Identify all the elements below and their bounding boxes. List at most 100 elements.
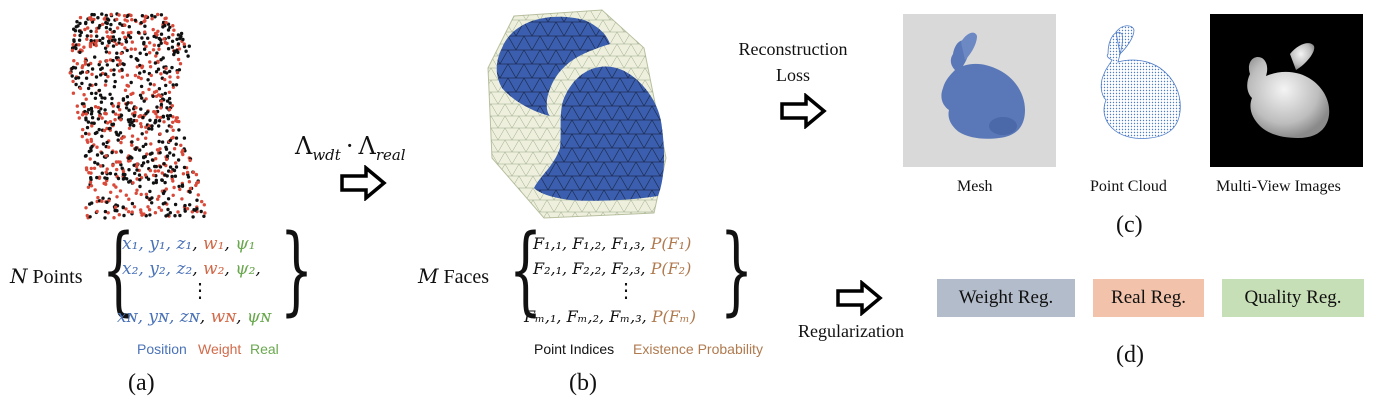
- point-dot: [181, 172, 186, 176]
- point-dot: [105, 126, 109, 131]
- point-dot: [167, 90, 172, 95]
- point-dot: [156, 197, 160, 201]
- point-dot: [144, 14, 148, 18]
- point-dot: [203, 211, 207, 215]
- point-dot: [184, 49, 188, 53]
- point-dot: [156, 67, 161, 71]
- point-dot: [77, 116, 81, 120]
- y2: y₂: [149, 259, 166, 279]
- point-dot: [157, 87, 162, 91]
- point-dot: [118, 59, 122, 63]
- point-dot: [153, 169, 157, 173]
- point-dot: [159, 32, 164, 36]
- point-dot: [144, 52, 149, 57]
- point-dot: [74, 76, 78, 81]
- point-dot: [90, 124, 94, 128]
- point-dot: [139, 107, 143, 111]
- point-dot: [76, 110, 80, 115]
- point-dot: [143, 173, 148, 177]
- point-dot: [150, 13, 154, 18]
- point-dot: [199, 209, 203, 214]
- point-dot: [90, 121, 94, 125]
- point-dot: [128, 35, 133, 40]
- point-dot: [98, 38, 102, 43]
- point-dot: [121, 177, 126, 181]
- point-dot: [103, 108, 107, 112]
- bunny-silhouette-render: [1247, 43, 1330, 138]
- point-dot: [86, 86, 91, 91]
- point-dot: [188, 158, 192, 163]
- point-dot: [87, 171, 91, 175]
- point-dot: [166, 117, 171, 121]
- point-dot: [114, 160, 119, 164]
- point-dot: [119, 118, 123, 122]
- point-dot: [144, 142, 148, 146]
- point-dot: [80, 65, 84, 70]
- n-points-label: N Points: [10, 264, 83, 289]
- point-dot: [104, 182, 108, 186]
- lambda-label: Λwdt·Λreal: [295, 132, 406, 164]
- point-dot: [103, 96, 107, 100]
- point-dot: [100, 22, 105, 26]
- point-dot: [80, 134, 84, 139]
- point-dot: [118, 131, 123, 135]
- point-dot: [118, 160, 122, 164]
- point-dot: [72, 59, 76, 63]
- point-dot: [195, 198, 199, 202]
- point-dot: [144, 112, 148, 116]
- point-dot: [161, 115, 166, 119]
- point-dot: [168, 69, 172, 74]
- point-dot: [102, 128, 107, 133]
- point-dot: [175, 48, 179, 53]
- point-dot: [81, 127, 85, 132]
- point-dot: [96, 105, 101, 110]
- point-dot: [131, 91, 135, 96]
- point-dot: [100, 134, 104, 138]
- point-dot: [182, 136, 187, 140]
- point-dot: [103, 46, 108, 50]
- bunny-tetra-mesh: [487, 9, 667, 219]
- point-dot: [131, 181, 135, 185]
- point-dot: [129, 54, 133, 59]
- point-dot: [169, 170, 174, 174]
- point-dot: [167, 107, 172, 112]
- point-dot: [85, 138, 89, 142]
- point-dot: [109, 22, 113, 27]
- f13: F₁,₃: [611, 234, 641, 253]
- point-dot: [87, 132, 91, 136]
- point-dot: [165, 99, 170, 103]
- point-dot: [174, 83, 179, 87]
- point-dot: [92, 13, 96, 17]
- point-dot: [93, 55, 97, 59]
- point-cloud-image: [1070, 14, 1200, 167]
- point-dot: [147, 124, 152, 128]
- point-dot: [89, 184, 94, 188]
- point-dot: [128, 123, 132, 127]
- point-dot: [135, 58, 140, 62]
- point-dot: [90, 67, 95, 71]
- point-dot: [177, 68, 182, 72]
- point-dot: [106, 74, 110, 79]
- point-dot: [165, 41, 169, 46]
- point-dot: [80, 81, 84, 86]
- point-dot: [82, 45, 86, 49]
- point-dot: [175, 70, 180, 75]
- point-dot: [119, 51, 123, 56]
- point-dot: [166, 28, 171, 32]
- point-dot: [103, 216, 107, 220]
- point-dot: [85, 213, 89, 218]
- caption-a: (a): [128, 370, 155, 396]
- point-dot: [139, 192, 143, 197]
- point-dot: [168, 113, 173, 118]
- point-dot: [138, 184, 142, 189]
- point-dot: [84, 112, 88, 116]
- point-dot: [117, 113, 121, 118]
- points-row-n: xɴ, yɴ, zɴ, wɴ, ψɴ: [117, 307, 272, 327]
- point-dot: [165, 174, 169, 178]
- point-dot: [118, 62, 122, 66]
- point-dot: [111, 163, 115, 167]
- point-dot: [147, 87, 151, 92]
- point-dot: [154, 164, 158, 169]
- point-cloud-scatter: [68, 12, 207, 220]
- fm3: Fₘ,₃: [609, 307, 642, 326]
